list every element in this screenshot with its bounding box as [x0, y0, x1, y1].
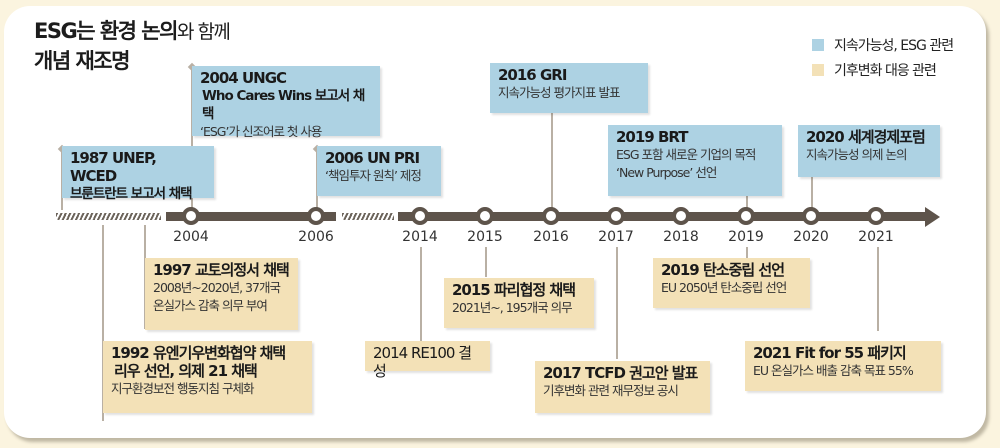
- event-head: 2006 UN PRI: [325, 149, 420, 167]
- timeline-node: [672, 207, 690, 225]
- timeline-node: [867, 207, 885, 225]
- legend-label: 기후변화 대응 관련: [834, 62, 937, 79]
- event-head: 2019 BRT: [616, 128, 689, 146]
- event-line: ‘ESG’가 신조어로 첫 사용: [200, 124, 322, 139]
- event-box-1997-kyoto: 1997 교토의정서 채택 2008년~2020년, 37개국 온실가스 감축 …: [145, 258, 298, 330]
- year-label: 2004: [173, 229, 209, 245]
- event-line: 온실가스 감축 의무 부여: [153, 298, 268, 313]
- event-box-1987-unep: 1987 UNEP, WCED 브룬트란트 보고서 채택: [62, 146, 214, 202]
- timeline-node: [182, 207, 200, 225]
- year-label: 2019: [728, 229, 764, 245]
- connector-line: [485, 247, 487, 277]
- event-head: 2004 UNGC: [200, 69, 287, 87]
- diagram-title: ESG는 환경 논의와 함께 개념 재조명: [34, 17, 231, 76]
- event-head: 2020 세계경제포럼: [806, 128, 926, 146]
- year-label: 2020: [793, 229, 829, 245]
- event-box-2020-wef: 2020 세계경제포럼 지속가능성 의제 논의: [798, 125, 940, 177]
- year-label: 2015: [467, 229, 503, 245]
- legend-label: 지속가능성, ESG 관련: [834, 37, 954, 54]
- title-part: 와 함께: [176, 21, 231, 43]
- event-line: 지속가능성 의제 논의: [806, 147, 907, 162]
- title-part: ESG는: [34, 19, 100, 43]
- event-box-2019-brt: 2019 BRT ESG 포함 새로운 기업의 목적 ‘New Purpose’…: [608, 125, 782, 196]
- event-line: ‘책임투자 원칙’ 제정: [325, 168, 422, 183]
- axis-break-hatch: [56, 213, 161, 220]
- event-head: 2016 GRI: [498, 66, 567, 84]
- year-label: 2014: [402, 229, 438, 245]
- event-line: 지속가능성 평가지표 발표: [498, 85, 620, 100]
- event-box-2017-tcfd: 2017 TCFD 권고안 발표 기후변화 관련 재무정보 공시: [535, 361, 710, 413]
- connector-line: [811, 172, 813, 208]
- connector-line: [746, 196, 748, 208]
- timeline-node: [737, 207, 755, 225]
- timeline-node: [607, 207, 625, 225]
- legend-item-esg: 지속가능성, ESG 관련: [812, 32, 954, 57]
- event-line: Who Cares Wins 보고서 채택: [202, 88, 365, 122]
- legend: 지속가능성, ESG 관련 기후변화 대응 관련: [812, 32, 954, 82]
- event-head: 2017 TCFD 권고안 발표: [543, 364, 698, 382]
- legend-swatch-esg: [812, 38, 824, 51]
- year-label: 2018: [663, 229, 699, 245]
- event-line: 2021년~, 195개국 의무: [452, 300, 573, 315]
- event-box-2021-fit-for-55: 2021 Fit for 55 패키지 EU 온실가스 배출 감축 목표 55%: [745, 341, 941, 391]
- event-box-1992-unfccc: 1992 유엔기우변화협약 채택 리우 선언, 의제 21 채택 지구환경보전 …: [103, 341, 312, 413]
- event-box-2004-ungc: 2004 UNGC Who Cares Wins 보고서 채택 ‘ESG’가 신…: [192, 66, 380, 139]
- event-line: ‘New Purpose’ 선언: [616, 165, 717, 180]
- legend-swatch-climate: [812, 63, 824, 76]
- event-line: EU 온실가스 배출 감축 목표 55%: [753, 363, 914, 378]
- year-label: 2021: [858, 229, 894, 245]
- event-line: 지구환경보전 행동지침 구체화: [111, 381, 254, 396]
- event-line: ESG 포함 새로운 기업의 목적: [616, 147, 756, 162]
- axis-break-hatch: [342, 213, 394, 220]
- event-line: 브룬트란트 보고서 채택: [70, 186, 193, 202]
- event-head: 1992 유엔기우변화협약 채택: [111, 344, 286, 362]
- event-head: 2014 RE100 결성: [373, 344, 472, 380]
- legend-item-climate: 기후변화 대응 관련: [812, 57, 953, 82]
- event-box-2006-unpri: 2006 UN PRI ‘책임투자 원칙’ 제정: [317, 146, 441, 196]
- event-line: 2008년~2020년, 37개국: [153, 280, 281, 295]
- timeline-node: [802, 207, 820, 225]
- connector-line: [616, 247, 618, 359]
- year-label: 2016: [533, 229, 569, 245]
- event-head: 1997 교토의정서 채택: [153, 261, 290, 279]
- event-line: EU 2050년 탄소중립 선언: [661, 280, 787, 295]
- year-label: 2017: [598, 229, 634, 245]
- event-box-2014-re100: 2014 RE100 결성: [365, 341, 490, 380]
- connector-line: [746, 247, 748, 259]
- title-line2: 개념 재조명: [34, 49, 130, 73]
- connector-line: [102, 225, 104, 421]
- event-box-2015-paris: 2015 파리협정 채택 2021년~, 195개국 의무: [444, 278, 594, 328]
- event-head: 2015 파리협정 채택: [452, 281, 576, 299]
- event-head: 2021 Fit for 55 패키지: [753, 344, 907, 362]
- event-box-2019-carbon-neutral: 2019 탄소중립 선언 EU 2050년 탄소중립 선언: [653, 258, 810, 308]
- axis-arrow-icon: [925, 207, 940, 227]
- event-head: 2019 탄소중립 선언: [661, 261, 785, 279]
- connector-line: [191, 68, 193, 208]
- timeline-node: [476, 207, 494, 225]
- event-line: 기후변화 관련 재무정보 공시: [543, 383, 679, 398]
- title-part: 환경 논의: [99, 19, 179, 43]
- event-box-2016-gri: 2016 GRI 지속가능성 평가지표 발표: [490, 63, 648, 113]
- axis-segment: [398, 212, 928, 221]
- event-head: 리우 선언, 의제 21 채택: [114, 362, 258, 380]
- connector-line: [420, 247, 422, 343]
- connector-line: [877, 247, 879, 331]
- connector-line: [551, 112, 553, 208]
- year-label: 2006: [298, 229, 334, 245]
- event-head: 1987 UNEP, WCED: [70, 149, 157, 185]
- timeline-node: [411, 207, 429, 225]
- timeline-node: [307, 207, 325, 225]
- timeline-node: [542, 207, 560, 225]
- axis-segment: [166, 212, 336, 221]
